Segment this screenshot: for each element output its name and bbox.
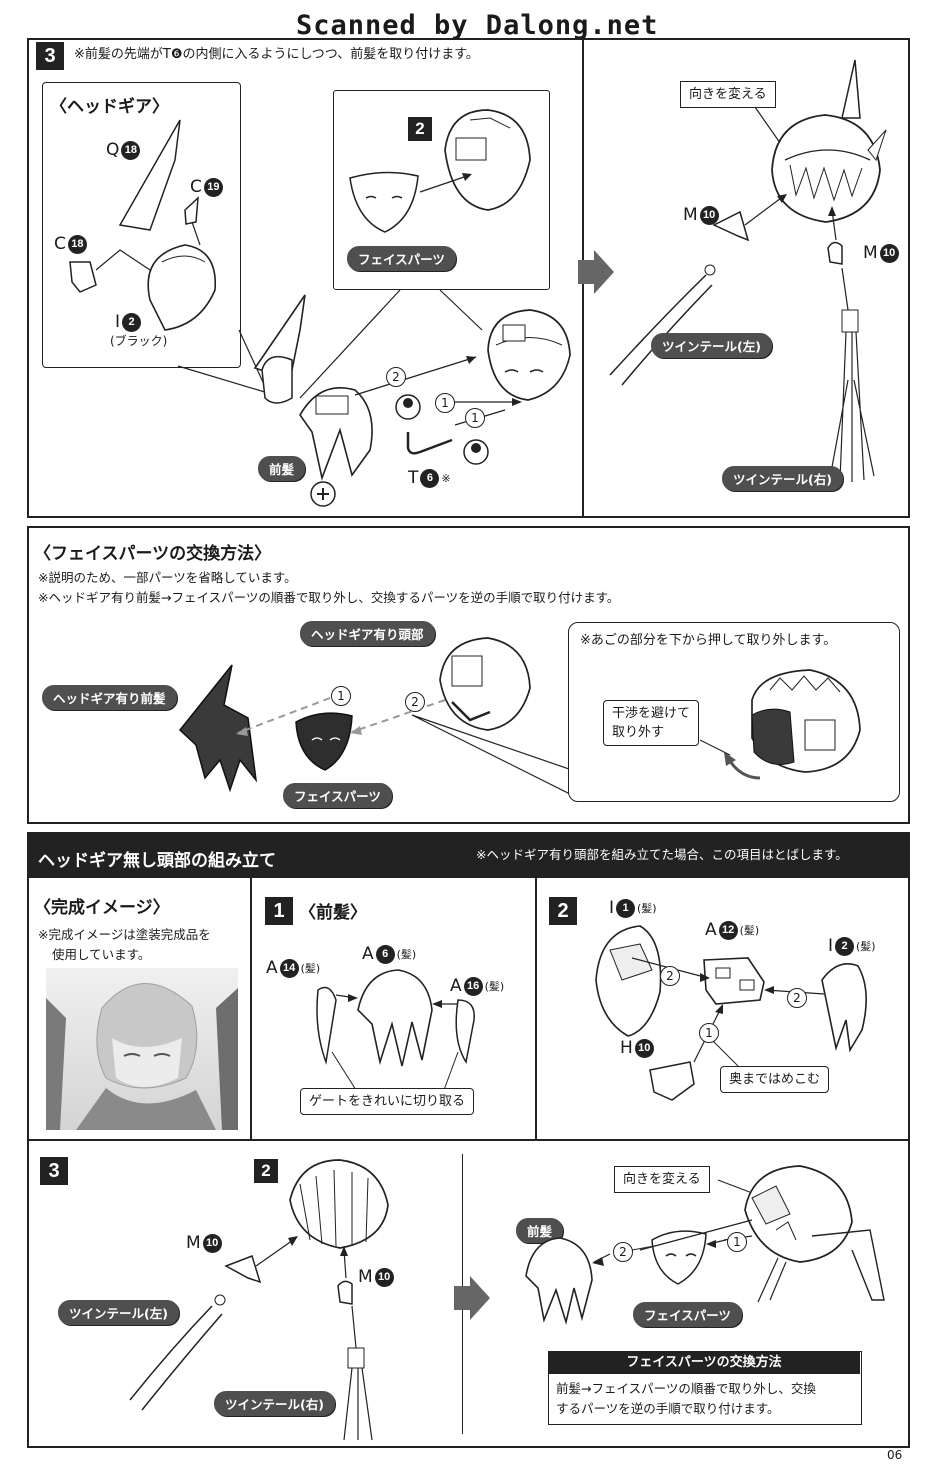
no-headgear-step2-number: 2 <box>549 897 577 925</box>
jaw-note: ※あごの部分を下から押して取り外します。 <box>580 633 837 648</box>
order-marker-exchange-2: 2 <box>405 692 425 712</box>
order-marker-1b: 1 <box>465 408 485 428</box>
label-face-parts-bottom: フェイスパーツ <box>633 1302 742 1327</box>
headgear-title: 〈ヘッドギア〉 <box>50 97 169 117</box>
col-divider-2 <box>535 878 537 1140</box>
figure-head-photo <box>46 983 238 1130</box>
watermark: Scanned by Dalong.net <box>296 10 659 41</box>
headgear-parts-illustration <box>69 119 571 507</box>
jaw-removal-illustration <box>699 669 861 780</box>
order-marker-s2-bottom: 1 <box>699 1023 719 1043</box>
label-change-direction: 向きを変える <box>680 81 776 108</box>
inset-face-illustration <box>349 109 531 233</box>
part-note-black: (ブラック) <box>110 334 168 348</box>
gate-note-box: ゲートをきれいに切り取る <box>300 1088 475 1115</box>
label-headgear-bangs: ヘッドギア有り前髪 <box>42 685 177 710</box>
bottom-next-step-arrow-icon <box>454 1276 490 1320</box>
col-divider-1 <box>250 878 252 1140</box>
push-in-box: 奥まではめこむ <box>720 1066 830 1093</box>
step1-bangs-illustration <box>316 969 475 1091</box>
label-bangs: 前髪 <box>258 456 306 481</box>
step-note: ※前髪の先端がT❻の内側に入るようにしつつ、前髪を取り付けます。 <box>74 47 479 62</box>
no-headgear-header-bar <box>27 832 910 878</box>
avoid-interference-box: 干渉を避けて 取り外す <box>603 700 700 746</box>
label-twintail-left-bottom: ツインテール(左) <box>58 1300 179 1325</box>
label-twintail-left: ツインテール(左) <box>651 333 772 358</box>
face-exchange-title: 〈フェイスパーツの交換方法〉 <box>34 544 272 564</box>
step1-title: 〈前髪〉 <box>299 903 367 923</box>
order-marker-1: 1 <box>435 393 455 413</box>
label-face-parts: フェイスパーツ <box>347 246 456 271</box>
label-change-direction-bottom: 向きを変える <box>614 1166 710 1193</box>
next-step-arrow-icon <box>578 250 614 294</box>
step-number: 3 <box>36 42 64 70</box>
order-marker-s2-right: 2 <box>787 988 807 1008</box>
order-marker-2: 2 <box>386 367 406 387</box>
row-divider <box>29 1139 908 1141</box>
exchange-info-line1: 前髪→フェイスパーツの順番で取り外し、交換 <box>556 1381 816 1396</box>
complete-note1: ※完成イメージは塗装完成品を <box>38 927 211 942</box>
exchange-info-line2: するパーツを逆の手順で取り付けます。 <box>556 1401 780 1416</box>
label-face-parts-exchange: フェイスパーツ <box>283 783 392 808</box>
no-headgear-step3-number: 3 <box>40 1157 68 1185</box>
order-marker-s2-left: 2 <box>660 966 680 986</box>
order-marker-bottom-1: 1 <box>727 1232 747 1252</box>
twintail-assembly-illustration <box>609 59 887 482</box>
label-twintail-right-bottom: ツインテール(右) <box>214 1391 335 1416</box>
face-exchange-illustration <box>178 637 573 796</box>
complete-photo <box>46 968 238 1130</box>
label-twintail-right: ツインテール(右) <box>722 466 843 491</box>
complete-note2: 使用しています。 <box>52 947 151 962</box>
step2-head-assembly-illustration <box>595 925 867 1101</box>
bottom-inset-step-number: 2 <box>254 1159 278 1183</box>
complete-image-title: 〈完成イメージ〉 <box>34 898 170 918</box>
inset-step-number: 2 <box>408 117 432 141</box>
exchange-info-title-bar: フェイスパーツの交換方法 <box>548 1351 860 1374</box>
order-marker-exchange-1: 1 <box>331 686 351 706</box>
order-marker-bottom-2: 2 <box>613 1242 633 1262</box>
page-number: 06 <box>887 1448 903 1462</box>
no-headgear-header-note: ※ヘッドギア有り頭部を組み立てた場合、この項目はとばします。 <box>476 847 848 862</box>
avoid-line2: 取り外す <box>612 725 665 740</box>
avoid-line1: 干渉を避けて <box>612 706 691 721</box>
face-exchange-note2: ※ヘッドギア有り前髪→フェイスパーツの順番で取り外し、交換するパーツを逆の手順で… <box>38 590 620 605</box>
no-headgear-step1-number: 1 <box>265 897 293 925</box>
label-headgear-head: ヘッドギア有り頭部 <box>300 621 435 646</box>
no-headgear-header: ヘッドギア無し頭部の組み立て <box>38 851 276 871</box>
face-exchange-note1: ※説明のため、一部パーツを省略しています。 <box>38 570 297 585</box>
